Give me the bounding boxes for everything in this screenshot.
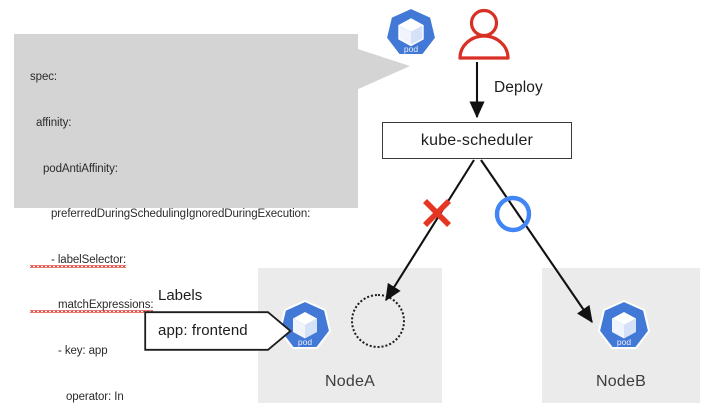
yaml-line: operator: In bbox=[66, 390, 124, 403]
yaml-line: affinity: bbox=[36, 117, 72, 129]
yaml-line: podAntiAffinity: bbox=[43, 162, 118, 175]
user-icon bbox=[458, 8, 510, 60]
node-label-nodeA: NodeA bbox=[325, 373, 375, 390]
yaml-line: spec: bbox=[30, 71, 57, 84]
node-label-nodeB: NodeB bbox=[596, 373, 646, 390]
node-box-nodeB: NodeB bbox=[542, 268, 700, 403]
yaml-line: preferredDuringSchedulingIgnoredDuringEx… bbox=[51, 208, 311, 221]
yaml-line: matchExpressions: bbox=[30, 298, 360, 313]
labels-title: Labels bbox=[158, 287, 203, 304]
pod-caption: pod bbox=[404, 44, 418, 54]
label-callout-value: app: frontend bbox=[158, 322, 248, 339]
yaml-line: - key: app bbox=[58, 344, 108, 357]
kube-scheduler-box[interactable]: kube-scheduler bbox=[382, 122, 572, 159]
label-callout-shape bbox=[144, 311, 292, 351]
pod-spec-text: spec: affinity: podAntiAffinity: preferr… bbox=[30, 40, 360, 412]
deploy-label: Deploy bbox=[494, 79, 543, 96]
accept-circle-icon bbox=[494, 195, 532, 233]
reject-x-icon bbox=[423, 199, 451, 227]
yaml-line: - labelSelector: bbox=[30, 253, 360, 268]
pod-icon-spec: pod bbox=[385, 7, 437, 56]
kube-scheduler-label: kube-scheduler bbox=[420, 131, 534, 149]
pod-spec-callout-box bbox=[14, 34, 358, 208]
empty-pod-slot-nodeA bbox=[351, 294, 405, 348]
